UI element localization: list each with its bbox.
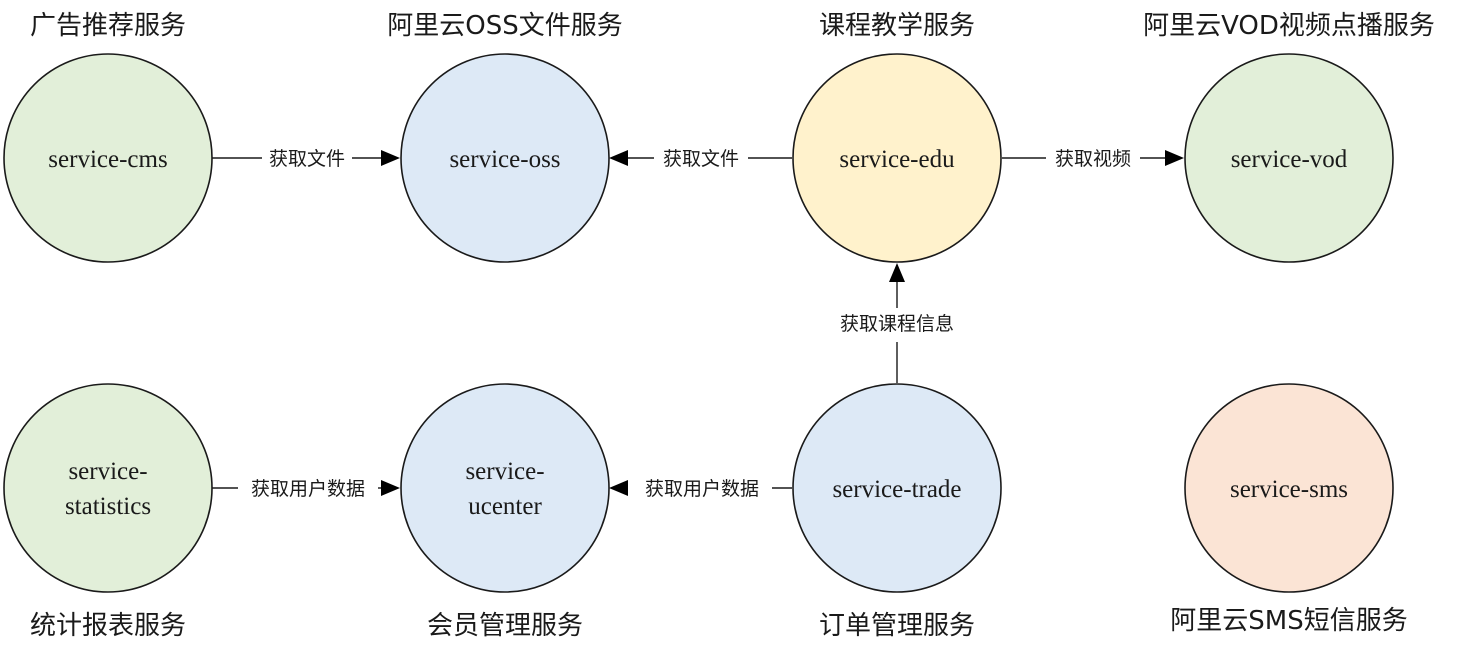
node-label-vod: service-vod (1231, 146, 1348, 173)
arrow-head (1165, 150, 1184, 166)
caption-trade: 订单管理服务 (819, 611, 975, 641)
edge-label-statistics-ucenter: 获取用户数据 (251, 478, 365, 500)
node-service-oss: service-oss 阿里云OSS文件服务 (387, 11, 623, 263)
node-service-ucenter: service- ucenter 会员管理服务 (400, 383, 610, 641)
node-circle-sms (1184, 383, 1394, 593)
node-circle-edu (792, 53, 1002, 263)
arrow-head (381, 480, 400, 496)
edge-trade-to-ucenter: 获取用户数据 (609, 478, 792, 500)
edge-edu-to-vod: 获取视频 (1002, 148, 1184, 170)
caption-statistics: 统计报表服务 (30, 611, 186, 641)
node-label-edu: service-edu (839, 146, 955, 173)
node-label-oss: service-oss (449, 146, 560, 173)
caption-sms: 阿里云SMS短信服务 (1170, 606, 1407, 636)
caption-ucenter: 会员管理服务 (427, 611, 583, 641)
edge-label-trade-edu: 获取课程信息 (840, 313, 954, 335)
node-label-trade: service-trade (832, 476, 961, 503)
node-label-cms: service-cms (48, 146, 167, 173)
node-service-cms: service-cms 广告推荐服务 (3, 11, 213, 263)
arrow-head (609, 480, 628, 496)
edge-statistics-to-ucenter: 获取用户数据 (212, 478, 400, 500)
node-service-sms: service-sms 阿里云SMS短信服务 (1170, 383, 1408, 636)
caption-cms: 广告推荐服务 (30, 11, 186, 41)
edge-label-trade-ucenter: 获取用户数据 (645, 478, 759, 500)
node-service-trade: service-trade 订单管理服务 (792, 383, 1002, 641)
edge-cms-to-oss: 获取文件 (212, 148, 400, 170)
node-label-statistics-line2: statistics (65, 493, 151, 520)
edge-label-edu-oss: 获取文件 (663, 148, 739, 170)
edge-label-cms-oss: 获取文件 (269, 148, 345, 170)
edge-trade-to-edu: 获取课程信息 (840, 263, 954, 383)
edge-label-edu-vod: 获取视频 (1055, 148, 1131, 170)
node-service-edu: service-edu 课程教学服务 (792, 11, 1002, 263)
node-circle-statistics (3, 383, 213, 593)
edge-edu-to-oss: 获取文件 (609, 148, 792, 170)
node-circle-ucenter (400, 383, 610, 593)
node-service-vod: service-vod 阿里云VOD视频点播服务 (1143, 11, 1435, 263)
node-label-ucenter-line1: service- (465, 458, 544, 485)
node-label-sms: service-sms (1230, 476, 1348, 503)
node-label-ucenter-line2: ucenter (468, 493, 542, 520)
node-circle-cms (3, 53, 213, 263)
caption-vod: 阿里云VOD视频点播服务 (1143, 11, 1435, 41)
node-circle-oss (400, 53, 610, 263)
node-service-statistics: service- statistics 统计报表服务 (3, 383, 213, 641)
node-label-statistics-line1: service- (68, 458, 147, 485)
arrow-head (381, 150, 400, 166)
arrow-head (609, 150, 628, 166)
caption-edu: 课程教学服务 (819, 11, 975, 41)
node-circle-vod (1184, 53, 1394, 263)
caption-oss: 阿里云OSS文件服务 (387, 11, 622, 41)
node-circle-trade (792, 383, 1002, 593)
arrow-head (889, 263, 905, 282)
